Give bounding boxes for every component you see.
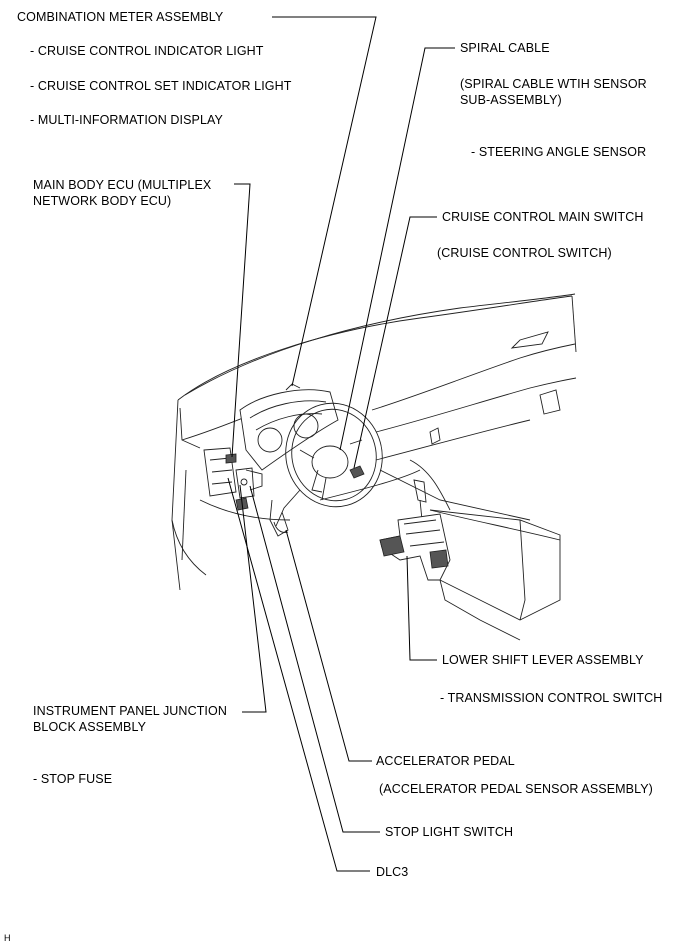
label-cruise-indicator-light: - CRUISE CONTROL INDICATOR LIGHT [30,44,264,58]
steering-column-and-pedal [269,489,301,537]
label-accelerator-pedal: ACCELERATOR PEDAL [376,754,515,768]
label-accelerator-pedal-sensor-assembly: (ACCELERATOR PEDAL SENSOR ASSEMBLY) [379,782,653,796]
label-stop-fuse: - STOP FUSE [33,772,113,786]
label-stop-light-switch: STOP LIGHT SWITCH [385,825,514,839]
label-cruise-set-indicator-light: - CRUISE CONTROL SET INDICATOR LIGHT [30,79,292,93]
label-lower-shift-lever-assembly: LOWER SHIFT LEVER ASSEMBLY [442,653,644,667]
dashboard-outline [171,293,577,591]
label-combination-meter: COMBINATION METER ASSEMBLY [17,10,224,24]
steering-wheel [285,402,383,508]
label-cruise-control-switch: (CRUISE CONTROL SWITCH) [437,246,612,260]
corner-reference-mark: H [4,933,11,943]
label-spiral-cable-sub-assembly: (SPIRAL CABLE WTIH SENSOR SUB-ASSEMBLY) [460,77,647,107]
label-steering-angle-sensor: - STEERING ANGLE SENSOR [471,145,647,159]
combination-meter-cluster [239,383,339,471]
label-cruise-control-main-switch: CRUISE CONTROL MAIN SWITCH [442,210,644,224]
leader-lines [227,16,455,872]
label-multi-information-display: - MULTI-INFORMATION DISPLAY [30,113,223,127]
label-transmission-control-switch: - TRANSMISSION CONTROL SWITCH [440,691,663,705]
shift-lever-assembly [379,479,451,581]
label-main-body-ecu: MAIN BODY ECU (MULTIPLEX NETWORK BODY EC… [33,178,212,208]
center-console [409,459,561,641]
label-dlc3: DLC3 [376,865,409,879]
label-instrument-panel-junction-block: INSTRUMENT PANEL JUNCTION BLOCK ASSEMBLY [33,704,227,734]
label-spiral-cable: SPIRAL CABLE [460,41,550,55]
